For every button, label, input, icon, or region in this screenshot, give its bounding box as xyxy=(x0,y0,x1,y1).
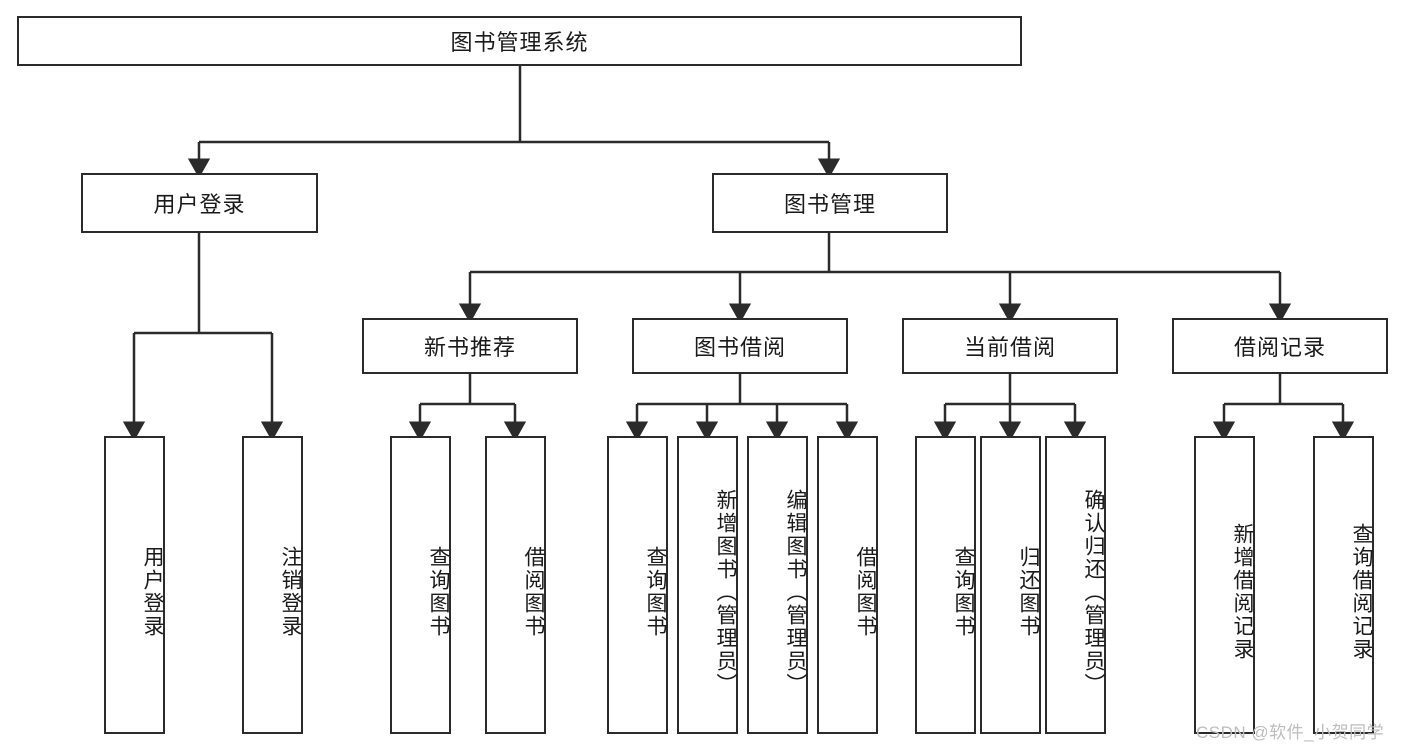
leaf-borrow-book-label: 借阅图书 xyxy=(854,546,877,638)
node-root-label: 图书管理系统 xyxy=(450,30,589,55)
leaf-user-login[interactable]: 用户登录 xyxy=(104,436,165,734)
leaf-logout-label: 注销登录 xyxy=(279,546,302,638)
leaf-borrow-book-recommend-label: 借阅图书 xyxy=(522,546,545,638)
node-new-book-recommend[interactable]: 新书推荐 xyxy=(362,318,578,374)
leaf-query-book-recommend-label: 查询图书 xyxy=(427,546,450,638)
leaf-add-book-admin[interactable]: 新增图书（管理员） xyxy=(677,436,738,734)
leaf-query-book-current-label: 查询图书 xyxy=(952,546,975,638)
node-new-book-recommend-label: 新书推荐 xyxy=(423,335,516,360)
leaf-edit-book-admin-label: 编辑图书（管理员） xyxy=(784,488,807,696)
leaf-query-book-recommend[interactable]: 查询图书 xyxy=(390,436,451,734)
leaf-return-book[interactable]: 归还图书 xyxy=(980,436,1041,734)
node-book-management-label: 图书管理 xyxy=(783,192,876,217)
leaf-confirm-return-admin[interactable]: 确认归还（管理员） xyxy=(1045,436,1106,734)
leaf-borrow-book[interactable]: 借阅图书 xyxy=(817,436,878,734)
leaf-query-book-borrow-label: 查询图书 xyxy=(644,546,667,638)
node-current-borrow-label: 当前借阅 xyxy=(963,335,1056,360)
leaf-add-book-admin-label: 新增图书（管理员） xyxy=(714,488,737,696)
csdn-watermark: CSDN @软件_小贺同学 xyxy=(1196,723,1385,742)
leaf-logout[interactable]: 注销登录 xyxy=(242,436,303,734)
leaf-query-book-borrow[interactable]: 查询图书 xyxy=(607,436,668,734)
leaf-user-login-label: 用户登录 xyxy=(141,546,164,638)
node-root[interactable]: 图书管理系统 xyxy=(17,16,1022,66)
leaf-return-book-label: 归还图书 xyxy=(1017,546,1040,638)
leaf-add-borrow-record[interactable]: 新增借阅记录 xyxy=(1194,436,1255,734)
node-current-borrow[interactable]: 当前借阅 xyxy=(902,318,1118,374)
node-user-login-label: 用户登录 xyxy=(153,192,246,217)
node-book-borrow-label: 图书借阅 xyxy=(693,335,786,360)
node-user-login[interactable]: 用户登录 xyxy=(81,173,318,233)
leaf-query-borrow-record[interactable]: 查询借阅记录 xyxy=(1313,436,1374,734)
leaf-edit-book-admin[interactable]: 编辑图书（管理员） xyxy=(747,436,808,734)
leaf-add-borrow-record-label: 新增借阅记录 xyxy=(1231,523,1254,661)
leaf-query-borrow-record-label: 查询借阅记录 xyxy=(1350,523,1373,661)
leaf-query-book-current[interactable]: 查询图书 xyxy=(915,436,976,734)
node-borrow-record[interactable]: 借阅记录 xyxy=(1172,318,1388,374)
leaf-borrow-book-recommend[interactable]: 借阅图书 xyxy=(485,436,546,734)
node-book-management[interactable]: 图书管理 xyxy=(712,173,948,233)
leaf-confirm-return-admin-label: 确认归还（管理员） xyxy=(1082,488,1105,696)
node-book-borrow[interactable]: 图书借阅 xyxy=(632,318,848,374)
node-borrow-record-label: 借阅记录 xyxy=(1233,335,1326,360)
